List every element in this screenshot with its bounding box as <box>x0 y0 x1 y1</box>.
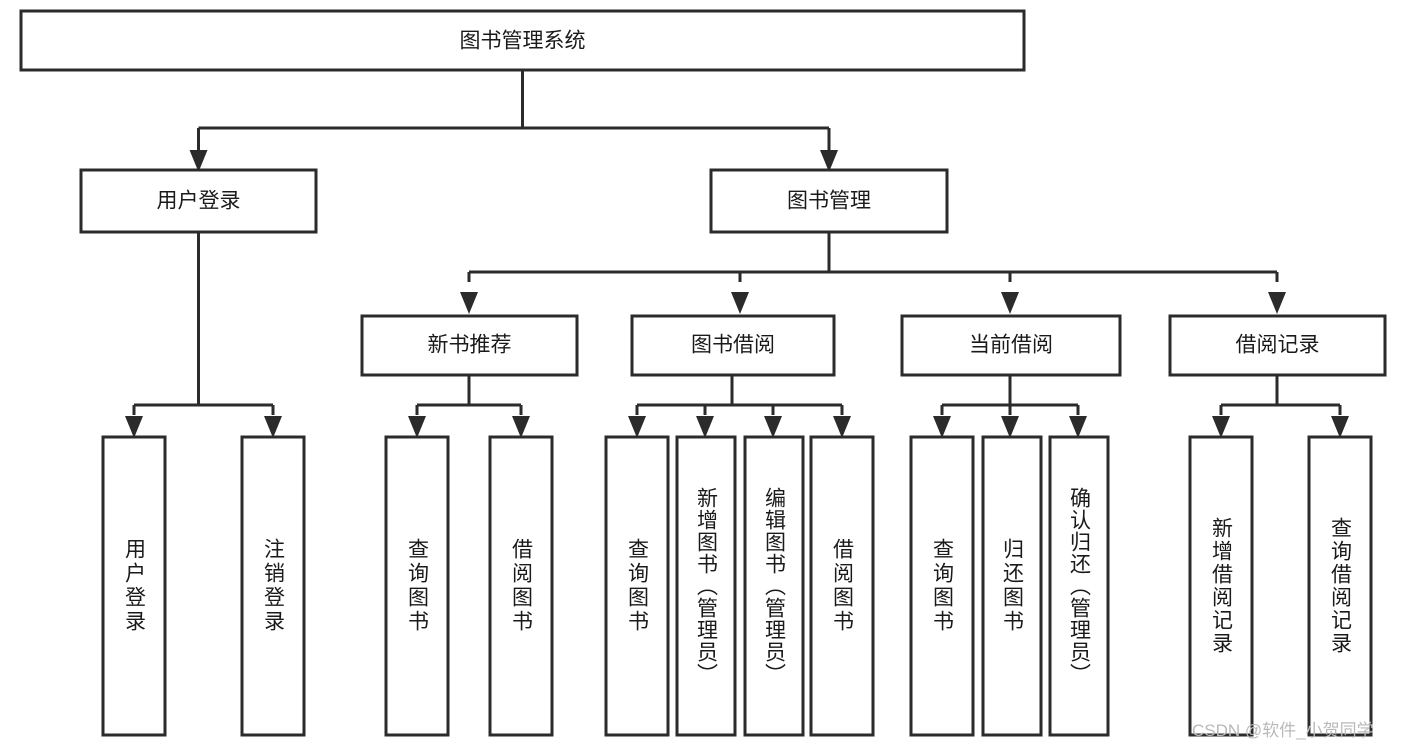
node-user-login[interactable]: 用户登录 <box>79 168 318 234</box>
node-borrow-record-label: 借阅记录 <box>1236 334 1320 357</box>
connectors-new-book-recommend-to-leaves <box>408 375 530 438</box>
node-borrow-record[interactable]: 借阅记录 <box>1168 314 1387 377</box>
leaf-box-query-book-1[interactable] <box>384 435 450 737</box>
connectors-current-borrow-to-leaves <box>933 375 1087 438</box>
csdn-watermark: CSDN @软件_小贺同学 <box>1192 721 1374 740</box>
leaf-box-return-book[interactable] <box>981 435 1043 737</box>
node-new-book-recommend[interactable]: 新书推荐 <box>360 314 579 377</box>
leaf-box-add-book[interactable] <box>675 435 737 737</box>
node-book-borrow[interactable]: 图书借阅 <box>630 314 836 377</box>
node-root-label: 图书管理系统 <box>460 30 586 53</box>
node-current-borrow[interactable]: 当前借阅 <box>900 314 1122 377</box>
connectors-borrow-record-to-leaves <box>1212 375 1349 438</box>
node-book-borrow-label: 图书借阅 <box>691 334 775 357</box>
leaf-box-borrow-book-1[interactable] <box>488 435 554 737</box>
node-book-management[interactable]: 图书管理 <box>709 168 949 234</box>
leaf-box-add-record[interactable] <box>1188 435 1254 737</box>
leaf-box-borrow-book-2[interactable] <box>809 435 875 737</box>
node-user-login-label: 用户登录 <box>157 190 241 213</box>
leaf-box-user-login[interactable] <box>101 435 167 737</box>
leaf-box-edit-book[interactable] <box>743 435 805 737</box>
connectors-book-management-to-level3 <box>460 232 1286 314</box>
leaf-box-query-record[interactable] <box>1307 435 1373 737</box>
connectors-root-to-level2 <box>189 70 838 172</box>
leaf-box-query-book-2[interactable] <box>604 435 670 737</box>
connectors-user-login-to-leaves <box>125 232 282 438</box>
leaf-box-query-book-3[interactable] <box>909 435 975 737</box>
node-new-book-recommend-label: 新书推荐 <box>428 334 512 357</box>
node-root[interactable]: 图书管理系统 <box>19 9 1026 72</box>
leaf-box-confirm-return[interactable] <box>1048 435 1110 737</box>
leaf-box-user-logout[interactable] <box>240 435 306 737</box>
connectors-book-borrow-to-leaves <box>628 375 851 438</box>
node-book-management-label: 图书管理 <box>787 190 871 213</box>
leaf-boxes <box>101 435 1373 737</box>
node-current-borrow-label: 当前借阅 <box>969 334 1053 357</box>
